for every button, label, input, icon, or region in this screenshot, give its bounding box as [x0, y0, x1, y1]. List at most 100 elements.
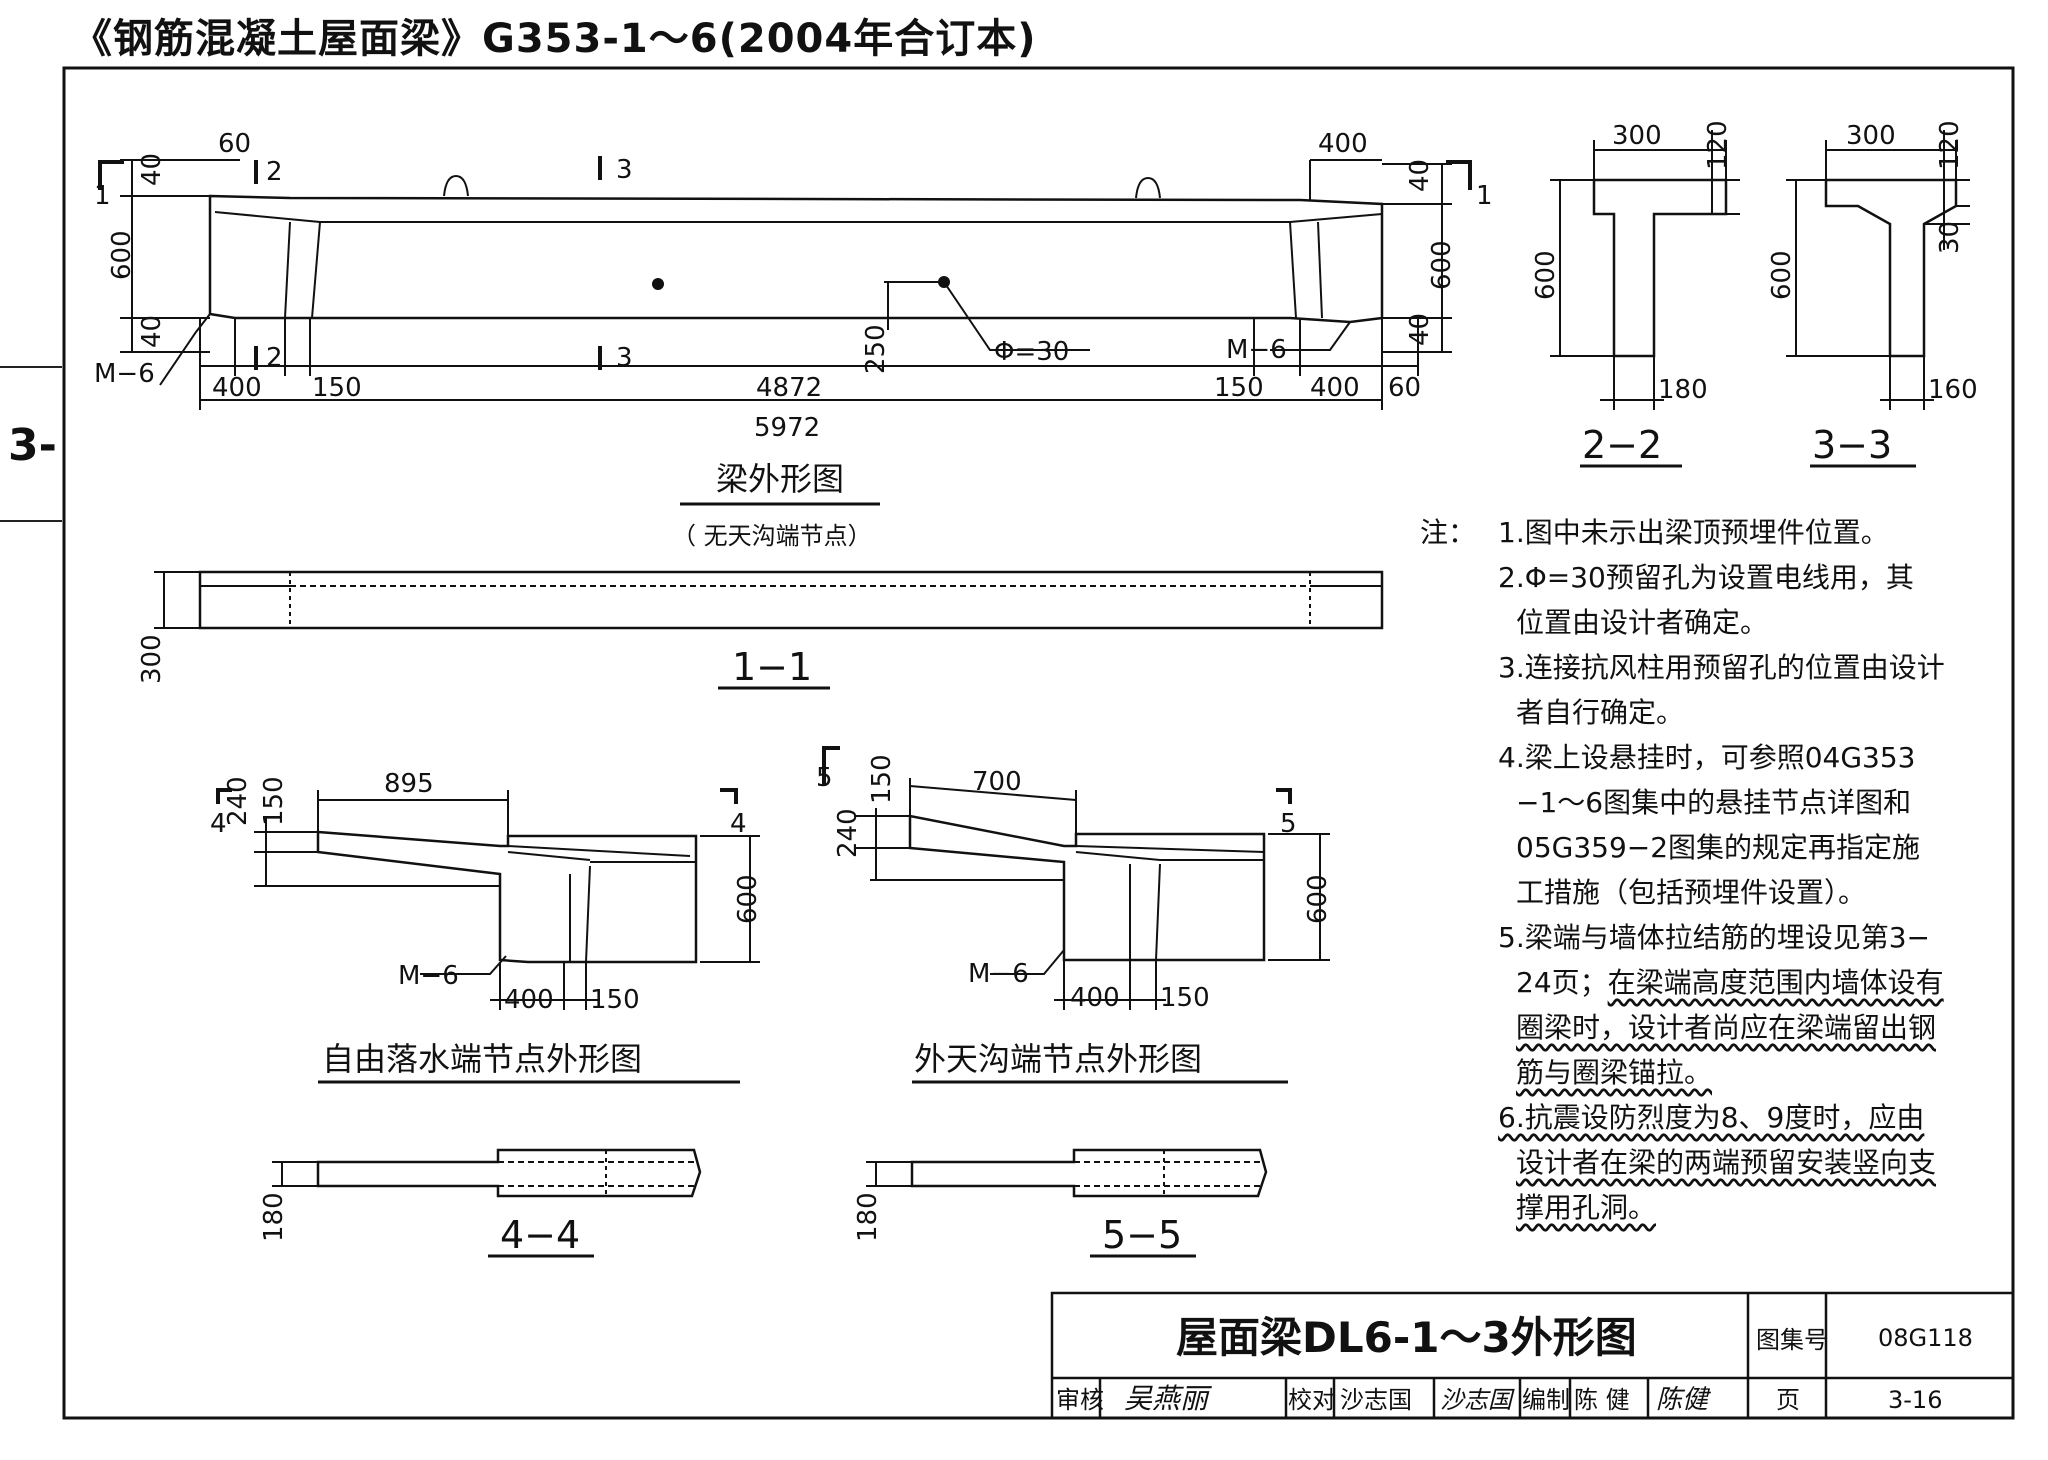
dim-180: 180	[853, 1192, 883, 1242]
draft-label: 编制	[1522, 1386, 1570, 1414]
beam-elevation-dims: 60 40 600 40 M−6 400 150 4872 5972 400 4…	[94, 129, 1493, 443]
gutter-end-dims: 700 240 150 600 M−6 400 150 5 5	[816, 754, 1333, 1013]
dim-400: 400	[504, 985, 554, 1015]
dim-600-left: 600	[107, 230, 137, 280]
note-2-line-1: 2.Φ=30预留孔为设置电线用，其	[1498, 561, 1914, 594]
note-6-line-2: 设计者在梁的两端预留安装竖向支	[1516, 1146, 1937, 1179]
plan-4-4-label: 4−4	[500, 1213, 580, 1257]
section-mark-2-bottom: 2	[266, 343, 283, 373]
dim-600: 600	[1303, 874, 1333, 924]
atlas-no-label: 图集号	[1756, 1326, 1828, 1354]
beam-outline	[208, 194, 1384, 324]
dim-30: 30	[1935, 221, 1965, 254]
label-m6: M−6	[398, 961, 459, 991]
atlas-no-value: 08G118	[1878, 1324, 1973, 1352]
notes-label: 注：	[1420, 516, 1477, 549]
section-2-2	[1550, 130, 1740, 468]
note-4-line-4: 工措施（包括预埋件设置）。	[1516, 876, 1867, 909]
dim-600: 600	[1767, 250, 1797, 300]
beam-elevation-caption: 梁外形图	[716, 460, 844, 498]
beam-elevation	[98, 156, 1472, 410]
note-5-line-2: 24页；在梁端高度范围内墙体设有	[1420, 960, 1980, 1005]
dim-400-top-right: 400	[1318, 129, 1368, 159]
side-tab-divider-bottom	[0, 520, 62, 522]
label-m6-left: M−6	[94, 359, 155, 389]
dim-300: 300	[1612, 121, 1662, 151]
section-3-3	[1786, 130, 1970, 468]
note-2-line-2: 位置由设计者确定。	[1516, 606, 1769, 639]
note-3-line-2: 者自行确定。	[1516, 696, 1685, 729]
dim-150-right: 150	[1214, 373, 1264, 403]
dim-180: 180	[1658, 375, 1708, 405]
free-end-caption: 自由落水端节点外形图	[322, 1040, 642, 1078]
dim-4872: 4872	[756, 373, 822, 403]
note-5-line-3: 圈梁时，设计者尚应在梁端留出钢	[1516, 1011, 1937, 1044]
dim-40-bottom-left: 40	[137, 315, 167, 348]
dim-40-top-left: 40	[137, 153, 167, 186]
hole-dot	[652, 278, 664, 290]
section-mark-2-top: 2	[266, 157, 283, 187]
page-label: 页	[1776, 1386, 1800, 1414]
free-end-dims: 895 240 150 600 M−6 400 150 4 4	[210, 769, 763, 1015]
flange-line	[214, 211, 321, 223]
section-mark-5-left: 5	[816, 763, 833, 793]
side-tab-page-prefix: 3-	[8, 420, 57, 471]
section-mark-1-left: 1	[94, 181, 111, 211]
title-block-frame	[1050, 1291, 2015, 1420]
section-mark-5-right: 5	[1280, 809, 1297, 839]
dim-60: 60	[218, 129, 251, 159]
note-3-line-1: 3.连接抗风柱用预留孔的位置由设计	[1498, 651, 1945, 684]
dim-40-top-right: 40	[1405, 159, 1435, 192]
dim-150-bottom: 150	[590, 985, 640, 1015]
checker-name: 沙志国	[1340, 1386, 1412, 1414]
dim-240: 240	[833, 808, 863, 858]
plan-1-1-label: 1−1	[732, 645, 812, 689]
dim-240: 240	[223, 776, 253, 826]
plan-5-5	[866, 1148, 1268, 1258]
checker-signature: 沙志国	[1440, 1386, 1515, 1414]
note-4-line-1: 4.梁上设悬挂时，可参照04G353	[1498, 741, 1916, 774]
dim-150-left: 150	[312, 373, 362, 403]
reviewer-signature: 吴燕丽	[1124, 1382, 1212, 1415]
dim-895: 895	[384, 769, 434, 799]
note-5-line-1: 5.梁端与墙体拉结筋的埋设见第3−	[1498, 921, 1930, 954]
section-3-3-label: 3−3	[1812, 423, 1892, 467]
page-number: 3-16	[1888, 1386, 1942, 1414]
dim-700: 700	[972, 767, 1022, 797]
drafter-signature: 陈健	[1656, 1385, 1712, 1415]
free-end-detail	[216, 788, 760, 1084]
dim-180: 180	[259, 1192, 289, 1242]
phi-leader	[943, 281, 1090, 351]
section-2-2-label: 2−2	[1582, 423, 1662, 467]
section-2-2-dims: 300 120 600 180 2−2	[1531, 120, 1733, 467]
dim-150-bottom: 150	[1160, 983, 1210, 1013]
dim-60-right: 60	[1388, 373, 1421, 403]
drawing-title: 屋面梁DL6-1～3外形图	[1176, 1313, 1637, 1362]
section-mark-1-right: 1	[1476, 181, 1493, 211]
dim-120: 120	[1935, 120, 1965, 170]
label-m6-right: M−6	[1226, 335, 1287, 365]
section-mark-4-left: 4	[210, 809, 227, 839]
note-5-line-2-emphasis: 在梁端高度范围内墙体设有	[1607, 966, 1944, 999]
dim-600: 600	[733, 874, 763, 924]
check-label: 校对	[1288, 1386, 1336, 1414]
dim-400: 400	[1070, 983, 1120, 1013]
beam-elevation-subcaption: （ 无天沟端节点）	[672, 522, 872, 550]
note-1: 1.图中未示出梁顶预埋件位置。	[1498, 516, 1889, 549]
dim-250: 250	[861, 324, 891, 374]
dim-400-right: 400	[1310, 373, 1360, 403]
side-tab-divider-top	[0, 366, 62, 368]
dim-600: 600	[1531, 250, 1561, 300]
section-3-3-dims: 300 120 30 600 160 3−3	[1767, 120, 1978, 467]
plan-1-1	[154, 570, 1384, 690]
lifting-lug	[443, 174, 469, 197]
section-mark-3-bottom: 3	[616, 343, 633, 373]
plan-5-5-label: 5−5	[1102, 1213, 1182, 1257]
dim-300: 300	[1846, 121, 1896, 151]
note-5-line-4: 筋与圈梁锚拉。	[1516, 1056, 1713, 1089]
flange-line	[1289, 213, 1383, 223]
dim-120: 120	[1703, 120, 1733, 170]
dim-40-bottom-right: 40	[1405, 313, 1435, 346]
lifting-lug	[1135, 176, 1161, 199]
